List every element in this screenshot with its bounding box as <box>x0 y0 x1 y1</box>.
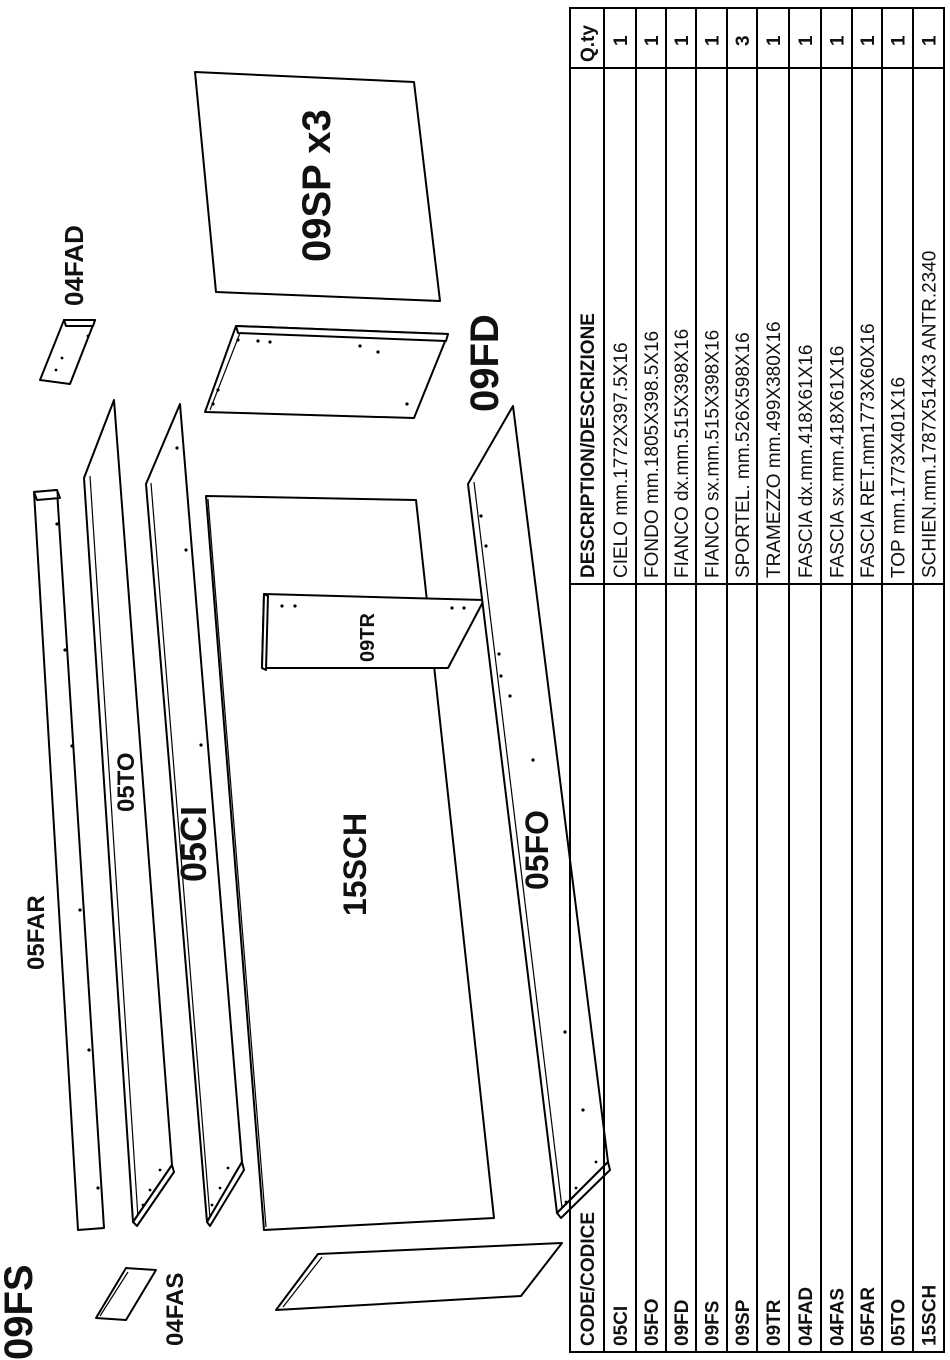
table-cell-code: 05TO <box>889 1299 910 1346</box>
part-04fad <box>39 319 96 385</box>
table-cell-qty: 1 <box>611 35 632 46</box>
table-cell-qty: 3 <box>733 35 754 46</box>
table-cell-code: 09SP <box>733 1299 754 1346</box>
table-header-qty: Q.ty <box>578 25 599 62</box>
table-cell-qty: 1 <box>889 35 910 46</box>
table-cell-qty: 1 <box>703 35 724 46</box>
parts-table: CODE/CODICE DESCRIPTION/DESCRIZIONE Q.ty 05… <box>569 7 945 1353</box>
table-cell-code: 04FAS <box>828 1288 849 1346</box>
table-cell-description: FIANCO dx.mm.515X398X16 <box>672 329 693 578</box>
table-header-code: CODE/CODICE <box>578 1212 599 1346</box>
table-cell-description: TOP mm.1773X401X16 <box>889 377 910 578</box>
table-cell-qty: 1 <box>858 35 879 46</box>
table-cell-description: SCHIEN.mm.1787X514X3 ANTR.2340 <box>920 251 941 578</box>
table-cell-code: 05FO <box>642 1298 663 1346</box>
table-cell-code: 09TR <box>764 1299 785 1346</box>
part-05ci <box>145 403 245 1227</box>
part-05to <box>83 399 175 1227</box>
table-cell-description: FASCIA dx.mm.418X61X16 <box>796 345 817 578</box>
label-05fo: 05FO <box>519 810 555 890</box>
part-09fd <box>204 325 449 419</box>
part-09sp <box>194 71 441 302</box>
label-09tr: 09TR <box>357 613 379 662</box>
table-cell-description: TRAMEZZO mm.499X380X16 <box>764 321 785 578</box>
part-15sch <box>205 495 495 1231</box>
table-cell-qty: 1 <box>642 35 663 46</box>
table-cell-qty: 1 <box>828 35 849 46</box>
table-cell-qty: 1 <box>920 35 941 46</box>
table-cell-code: 05CI <box>611 1306 632 1346</box>
table-cell-description: CIELO mm.1772X397.5X16 <box>611 342 632 578</box>
table-cell-description: SPORTEL. mm.526X598X16 <box>733 332 754 578</box>
label-04fad: 04FAD <box>59 225 89 306</box>
label-09sp: 09SP x3 <box>295 109 339 262</box>
part-09fs <box>275 1242 563 1311</box>
label-09fd: 09FD <box>463 314 507 412</box>
part-05far <box>33 489 105 1231</box>
table-cell-qty: 1 <box>764 35 785 46</box>
table-cell-description: FASCIA sx.mm.418X61X16 <box>828 346 849 578</box>
table-cell-description: FONDO mm.1805X398.5X16 <box>642 331 663 578</box>
table-cell-code: 09FS <box>703 1301 724 1346</box>
label-05to: 05TO <box>113 752 140 812</box>
table-cell-code: 05FAR <box>858 1287 879 1346</box>
table-cell-description: FASCIA RET.mm1773X60X16 <box>858 323 879 578</box>
label-09fs: 09FS <box>0 1264 41 1360</box>
label-05far: 05FAR <box>23 895 50 970</box>
table-cell-code: 04FAD <box>796 1287 817 1346</box>
part-04fas <box>95 1267 157 1321</box>
label-05ci: 05CI <box>173 806 214 882</box>
table-cell-code: 15SCH <box>920 1285 941 1346</box>
table-cell-qty: 1 <box>796 35 817 46</box>
label-15sch: 15SCH <box>337 813 373 916</box>
table-cell-description: FIANCO sx.mm.515X398X16 <box>703 330 724 578</box>
label-04fas: 04FAS <box>162 1273 189 1346</box>
table-cell-code: 09FD <box>672 1300 693 1346</box>
table-cell-qty: 1 <box>672 35 693 46</box>
table-header-description: DESCRIPTION/DESCRIZIONE <box>578 313 599 578</box>
